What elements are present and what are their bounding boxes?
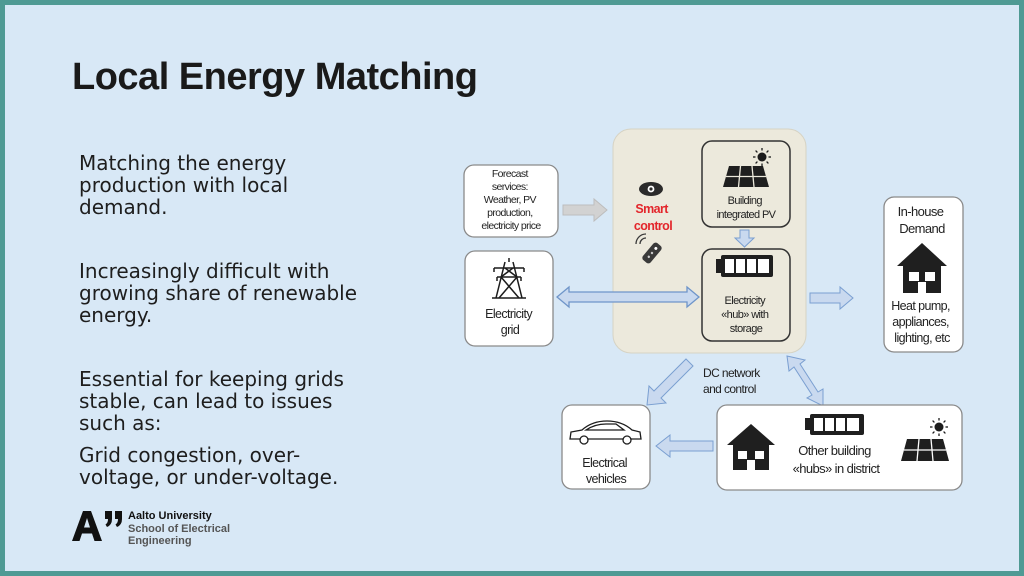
logo-line: Engineering <box>128 535 192 547</box>
line: Demand <box>899 221 945 236</box>
line: production, <box>487 207 532 219</box>
battery-icon <box>716 255 773 277</box>
paragraph-4: Grid congestion, over- voltage, or under… <box>79 444 338 488</box>
electrical-vehicles-box <box>561 404 651 490</box>
solar-panel-icon <box>723 165 769 188</box>
hub-other-double-arrow <box>786 355 824 407</box>
line: storage <box>730 323 763 335</box>
paragraph-1: Matching the energy production with loca… <box>79 152 288 218</box>
grid-hub-double-arrow <box>555 285 701 309</box>
in-house-items-label: Heat pump, appliances, lighting, etc <box>891 299 953 345</box>
line: Heat pump, <box>891 299 950 313</box>
other-to-ev-arrow <box>655 433 714 459</box>
line: «hubs» in district <box>793 461 881 476</box>
line: growing share of renewable <box>79 281 358 305</box>
line: In-house <box>898 204 944 219</box>
line: services: <box>492 181 528 193</box>
power-pylon-icon <box>492 258 526 299</box>
line: integrated PV <box>717 209 777 221</box>
house-icon <box>897 243 947 293</box>
line: stable, can lead to issues <box>79 389 333 413</box>
line: Weather, PV <box>484 194 537 206</box>
hub-to-demand-arrow <box>809 285 854 311</box>
car-icon <box>569 420 642 445</box>
line: production with local <box>79 173 289 197</box>
dc-network-label: DC network and control <box>703 366 762 396</box>
line: Other building <box>798 443 871 458</box>
paragraph-2: Increasingly difficult with growing shar… <box>79 260 357 326</box>
line: vehicles <box>586 472 627 486</box>
line: Essential for keeping grids <box>79 367 344 391</box>
line: «hub» with <box>721 309 769 321</box>
other-hubs-label: Other building «hubs» in district <box>793 443 881 476</box>
line: such as: <box>79 411 162 435</box>
electricity-grid-label: Electricity grid <box>485 307 535 337</box>
smart-control-label: Smart control <box>634 202 672 233</box>
line: Increasingly difficult with <box>79 259 330 283</box>
line: control <box>634 219 672 233</box>
hub-label: Electricity «hub» with storage <box>721 295 771 335</box>
line: Forecast <box>492 168 529 180</box>
other-hubs-box <box>716 404 963 491</box>
forecast-box <box>463 164 559 238</box>
in-house-label: In-house Demand <box>898 204 947 236</box>
line: energy. <box>79 303 153 327</box>
solar-panel-icon <box>901 438 949 462</box>
line: Matching the energy <box>79 151 287 175</box>
logo-line: Aalto University <box>128 510 212 522</box>
line: and control <box>703 382 756 396</box>
hub-to-ev-arrow <box>646 358 694 406</box>
sun-icon <box>753 148 771 166</box>
electrical-vehicles-label: Electrical vehicles <box>582 456 630 486</box>
building-pv-label: Building integrated PV <box>717 195 777 221</box>
signal-icon <box>635 233 647 245</box>
line: Smart <box>635 202 669 216</box>
line: voltage, or under-voltage. <box>79 465 339 489</box>
forecast-label: Forecast services: Weather, PV productio… <box>481 168 541 232</box>
line: electricity price <box>481 220 541 232</box>
paragraph-3: Essential for keeping grids stable, can … <box>79 368 344 434</box>
pv-to-hub-arrow <box>733 229 756 248</box>
line: Electrical <box>582 456 627 470</box>
line: demand. <box>79 195 168 219</box>
sun-icon <box>930 418 948 436</box>
slide-title: Local Energy Matching <box>72 56 478 98</box>
line: appliances, <box>892 315 949 329</box>
remote-icon <box>642 242 662 264</box>
aalto-logo-text: Aalto University School of Electrical En… <box>128 510 230 548</box>
logo-line: School of Electrical <box>128 522 231 535</box>
line: Electricity <box>485 307 533 321</box>
line: grid <box>501 323 520 337</box>
line: lighting, etc <box>894 331 950 345</box>
forecast-arrow <box>562 197 608 223</box>
line: DC network <box>703 366 761 380</box>
line: Grid congestion, over- <box>79 443 301 467</box>
eye-icon <box>639 182 663 196</box>
house-icon <box>727 424 775 470</box>
line: Electricity <box>725 295 767 307</box>
line: Building <box>728 195 763 207</box>
battery-icon <box>805 414 864 435</box>
aalto-logo-icon <box>72 511 122 541</box>
